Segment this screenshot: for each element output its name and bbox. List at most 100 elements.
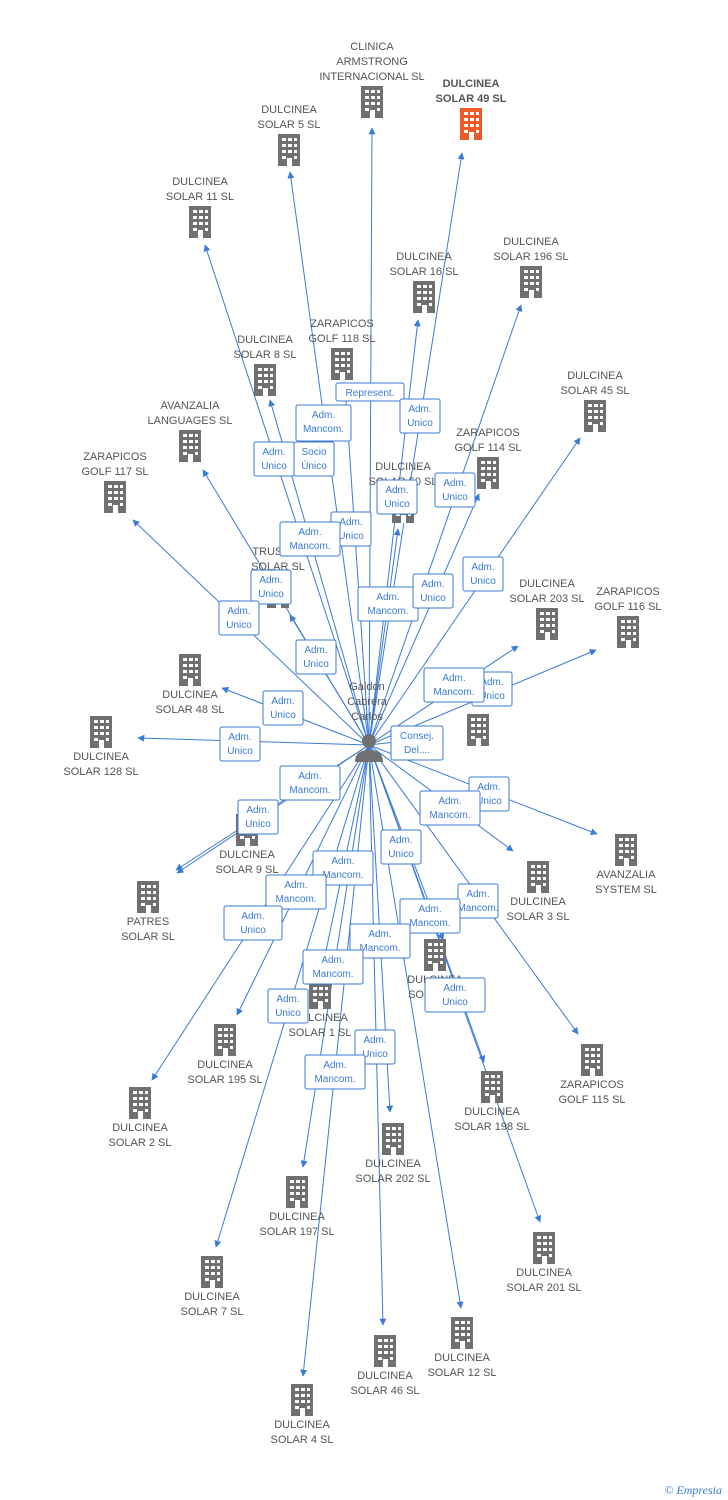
relation-label[interactable]: Adm.Unico	[295, 639, 337, 675]
company-label-line: AVANZALIA	[161, 400, 221, 412]
company-label-line: SOLAR SL	[121, 931, 175, 943]
relation-label[interactable]: Adm.Mancom.	[349, 923, 411, 959]
relation-label[interactable]: Adm.Unico	[219, 726, 261, 762]
relation-label[interactable]: Adm.Mancom.	[304, 1054, 366, 1090]
company-node-unlabeled-right[interactable]	[467, 714, 489, 746]
company-label-line: GOLF 117 SL	[81, 466, 148, 478]
relation-label[interactable]: Adm.Mancom.	[423, 667, 485, 703]
relation-text: Adm.	[271, 696, 294, 707]
company-label-line: SYSTEM SL	[595, 884, 657, 896]
relation-text: Adm.	[298, 527, 321, 538]
relation-label[interactable]: Adm.Unico	[376, 479, 418, 515]
relation-label[interactable]: Adm.Unico	[218, 600, 260, 636]
relation-label[interactable]: Adm.Mancom.	[312, 850, 374, 886]
relation-label[interactable]: Adm.Mancom.	[265, 874, 327, 910]
relation-label[interactable]: Adm.Mancom.	[457, 883, 499, 919]
relation-box	[223, 905, 283, 941]
relation-label[interactable]: Adm.Mancom.	[302, 949, 364, 985]
relation-label[interactable]: Adm.Mancom.	[279, 765, 341, 801]
person-icon	[355, 734, 383, 762]
relation-label[interactable]: Adm.Unico	[267, 988, 309, 1024]
relation-box	[434, 472, 476, 508]
relation-label[interactable]: Adm.Mancom.	[357, 586, 419, 622]
company-label-line: CLINICA	[350, 41, 394, 53]
relation-label[interactable]: Adm.Mancom.	[399, 898, 461, 934]
relation-label[interactable]: Adm. Mancom.	[279, 521, 341, 557]
company-label-line: DULCINEA	[503, 236, 559, 248]
relation-label[interactable]: Adm.Unico	[434, 472, 476, 508]
relation-label[interactable]: Adm.Unico	[462, 556, 504, 592]
relation-label[interactable]: Consej.Del....	[390, 725, 444, 761]
relation-text: Adm.	[442, 673, 465, 684]
relation-text: Mancom.	[429, 810, 470, 821]
relation-text: Adm.	[276, 994, 299, 1005]
relation-label[interactable]: Adm.Unico	[399, 398, 441, 434]
relation-label[interactable]: Adm.Unico	[412, 573, 454, 609]
relation-text: Adm.	[408, 404, 431, 415]
company-label-line: DULCINEA	[434, 1352, 490, 1364]
building-icon	[617, 616, 639, 648]
company-label-line: GOLF 114 SL	[454, 442, 521, 454]
company-label-line: SOLAR 5 SL	[258, 119, 321, 131]
center-person[interactable]: Galdon Cabrera Carlos	[347, 681, 388, 762]
relation-label[interactable]: Adm.Unico	[424, 977, 486, 1013]
relation-text: Del....	[404, 745, 430, 756]
building-icon	[520, 266, 542, 298]
company-label-line: SOLAR 8 SL	[234, 349, 297, 361]
relation-label[interactable]: Represent.	[335, 382, 405, 402]
relation-label[interactable]: Adm.Unico	[330, 511, 372, 547]
relation-text: Mancom.	[289, 541, 330, 552]
relation-label[interactable]: Adm.Unico	[262, 690, 304, 726]
relation-label[interactable]: Adm.Unico	[250, 569, 292, 605]
relation-label[interactable]: Adm.Unico	[237, 799, 279, 835]
relation-text: Adm.	[480, 677, 503, 688]
company-label-line: SOLAR 198 SL	[454, 1121, 529, 1133]
building-icon	[467, 714, 489, 746]
company-label-line: SOLAR 201 SL	[506, 1282, 581, 1294]
relation-label[interactable]: Adm.Unico	[223, 905, 283, 941]
company-label-line: DULCINEA	[112, 1122, 168, 1134]
relation-text: Adm.	[438, 796, 461, 807]
relation-label[interactable]: Adm.Unico	[380, 829, 422, 865]
relation-label[interactable]: Adm.Unico	[253, 441, 295, 477]
edge-dulcinea-solar-196	[368, 304, 523, 746]
edge-clinica-armstrong	[368, 127, 376, 746]
company-label-line: SOLAR 128 SL	[63, 766, 138, 778]
company-label-line: INTERNACIONAL SL	[319, 71, 424, 83]
relation-label[interactable]: Adm. Mancom.	[419, 790, 481, 826]
relation-label[interactable]: Adm.Mancom.	[295, 404, 352, 442]
company-label-line: SOLAR 3 SL	[507, 911, 570, 923]
